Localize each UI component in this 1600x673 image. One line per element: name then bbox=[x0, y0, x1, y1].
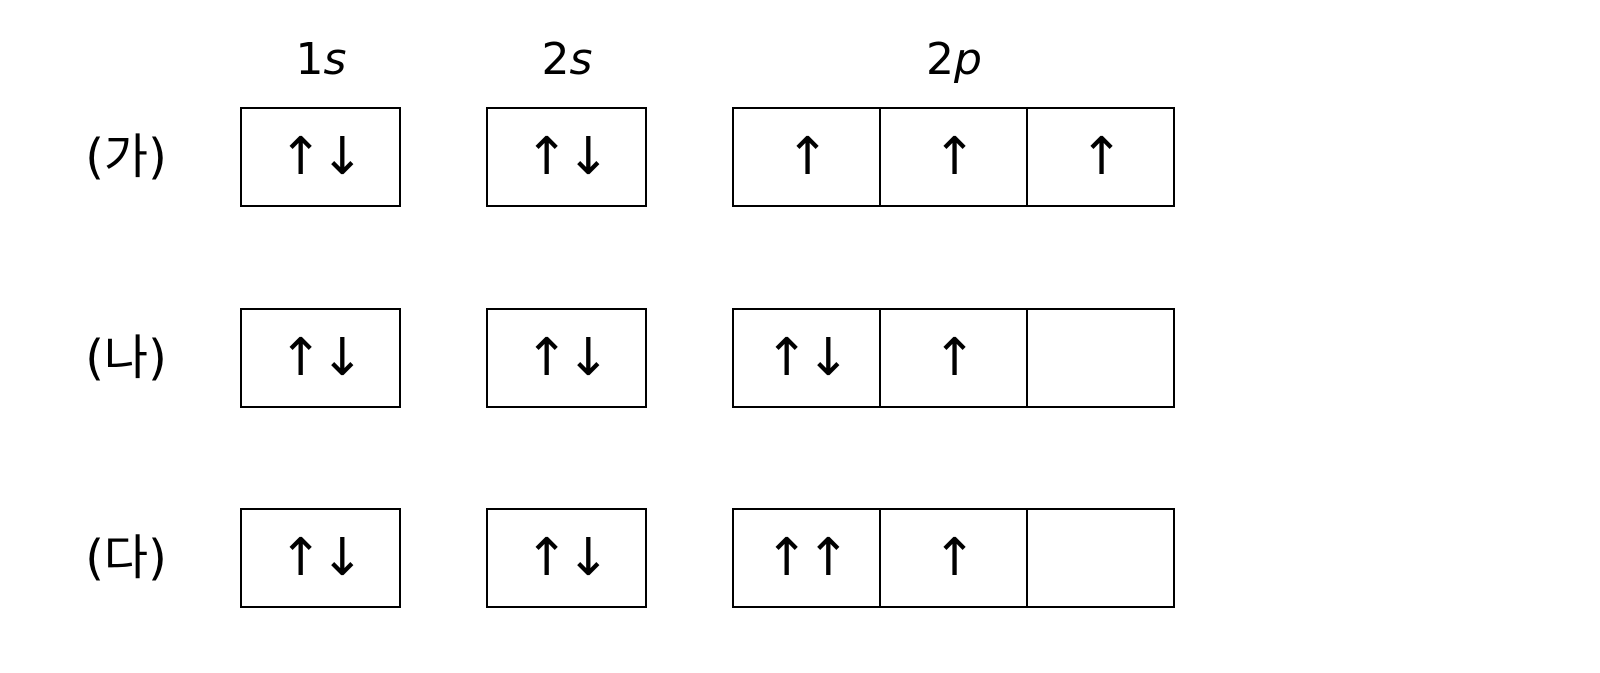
header-1s-letter: s bbox=[323, 34, 347, 85]
orbital-2p-row-na: ↑↓ ↑ bbox=[732, 308, 1175, 408]
orbital-2s-row-da: ↑↓ bbox=[486, 508, 647, 608]
orbital-cell: ↑↓ bbox=[278, 328, 364, 388]
header-2p: 2p bbox=[734, 34, 1174, 86]
header-2p-letter: p bbox=[954, 34, 982, 85]
orbital-cell bbox=[1026, 510, 1173, 606]
orbital-2p-row-ga: ↑ ↑ ↑ bbox=[732, 107, 1175, 207]
orbital-cell: ↑↓ bbox=[524, 328, 610, 388]
orbital-cell: ↑ bbox=[879, 310, 1026, 406]
orbital-2s-row-ga: ↑↓ bbox=[486, 107, 647, 207]
orbital-cell: ↑↓ bbox=[524, 528, 610, 588]
header-1s: 1s bbox=[242, 34, 400, 86]
row-label-na: (나) bbox=[85, 330, 167, 386]
orbital-cell bbox=[1026, 310, 1173, 406]
orbital-cell: ↑ bbox=[785, 127, 830, 187]
orbital-cell: ↑↓ bbox=[764, 328, 850, 388]
header-1s-number: 1 bbox=[295, 34, 324, 85]
orbital-cell: ↑ bbox=[879, 109, 1026, 205]
row-label-ga: (가) bbox=[85, 129, 167, 185]
orbital-cell: ↑ bbox=[879, 510, 1026, 606]
orbital-cell: ↑ bbox=[1026, 109, 1173, 205]
orbital-1s-row-da: ↑↓ bbox=[240, 508, 401, 608]
header-2s-letter: s bbox=[569, 34, 593, 85]
header-2s: 2s bbox=[488, 34, 646, 86]
orbital-1s-row-ga: ↑↓ bbox=[240, 107, 401, 207]
orbital-1s-row-na: ↑↓ bbox=[240, 308, 401, 408]
orbital-cell: ↑↑ bbox=[764, 528, 850, 588]
orbital-cell: ↑↓ bbox=[524, 127, 610, 187]
row-label-da: (다) bbox=[85, 530, 167, 586]
header-2s-number: 2 bbox=[541, 34, 570, 85]
orbital-cell: ↑↓ bbox=[278, 528, 364, 588]
header-2p-number: 2 bbox=[926, 34, 955, 85]
orbital-2s-row-na: ↑↓ bbox=[486, 308, 647, 408]
orbital-2p-row-da: ↑↑ ↑ bbox=[732, 508, 1175, 608]
orbital-cell: ↑↓ bbox=[278, 127, 364, 187]
